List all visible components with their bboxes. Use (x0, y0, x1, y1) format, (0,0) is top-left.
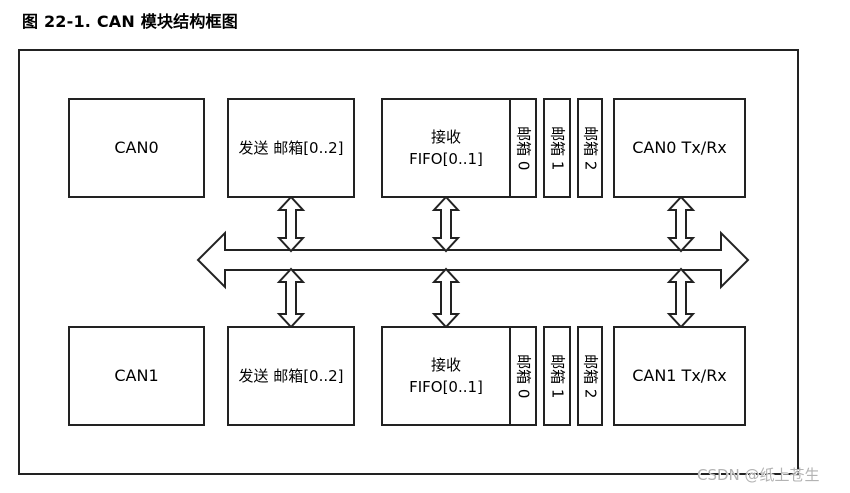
block-can0-mailbox-1: 邮箱 1 (543, 98, 571, 198)
mailbox-label: 邮箱 1 (548, 353, 567, 399)
block-can1-mailbox-1: 邮箱 1 (543, 326, 571, 426)
mailbox-label: 邮箱 1 (548, 125, 567, 171)
block-can1-mailbox-2: 邮箱 2 (577, 326, 603, 426)
bus-connector-arrow-can0-txmailbox (276, 195, 306, 253)
rx-fifo-label-line1: 接收 (430, 127, 461, 146)
block-can0-mailbox-0: 邮箱 0 (509, 98, 537, 198)
block-can1-rx-fifo: 接收 FIFO[0..1] (381, 326, 511, 426)
block-can1-txrx: CAN1 Tx/Rx (613, 326, 746, 426)
bus-connector-arrow-can1-txrx (666, 267, 696, 329)
mailbox-label: 邮箱 0 (514, 353, 533, 399)
block-can1-mailbox-0: 邮箱 0 (509, 326, 537, 426)
bus-connector-arrow-can0-txrx (666, 195, 696, 253)
csdn-watermark: CSDN @纸上苍生 (697, 466, 820, 484)
bus-connector-arrow-can1-fifo (431, 267, 461, 329)
mailbox-label: 邮箱 0 (514, 125, 533, 171)
block-can1-tx-mailbox: 发送 邮箱[0..2] (227, 326, 355, 426)
rx-fifo-label-line2: FIFO[0..1] (409, 378, 483, 396)
block-can0: CAN0 (68, 98, 205, 198)
system-bus-arrow (196, 230, 750, 290)
figure-title: 图 22-1. CAN 模块结构框图 (22, 12, 238, 31)
block-can0-mailbox-2: 邮箱 2 (577, 98, 603, 198)
mailbox-label: 邮箱 2 (581, 353, 600, 399)
mailbox-label: 邮箱 2 (581, 125, 600, 171)
block-can0-txrx: CAN0 Tx/Rx (613, 98, 746, 198)
block-can0-rx-fifo: 接收 FIFO[0..1] (381, 98, 511, 198)
block-can1: CAN1 (68, 326, 205, 426)
bus-connector-arrow-can0-fifo (431, 195, 461, 253)
rx-fifo-label-line2: FIFO[0..1] (409, 150, 483, 168)
block-can0-tx-mailbox: 发送 邮箱[0..2] (227, 98, 355, 198)
rx-fifo-label-line1: 接收 (430, 355, 461, 374)
bus-connector-arrow-can1-txmailbox (276, 267, 306, 329)
